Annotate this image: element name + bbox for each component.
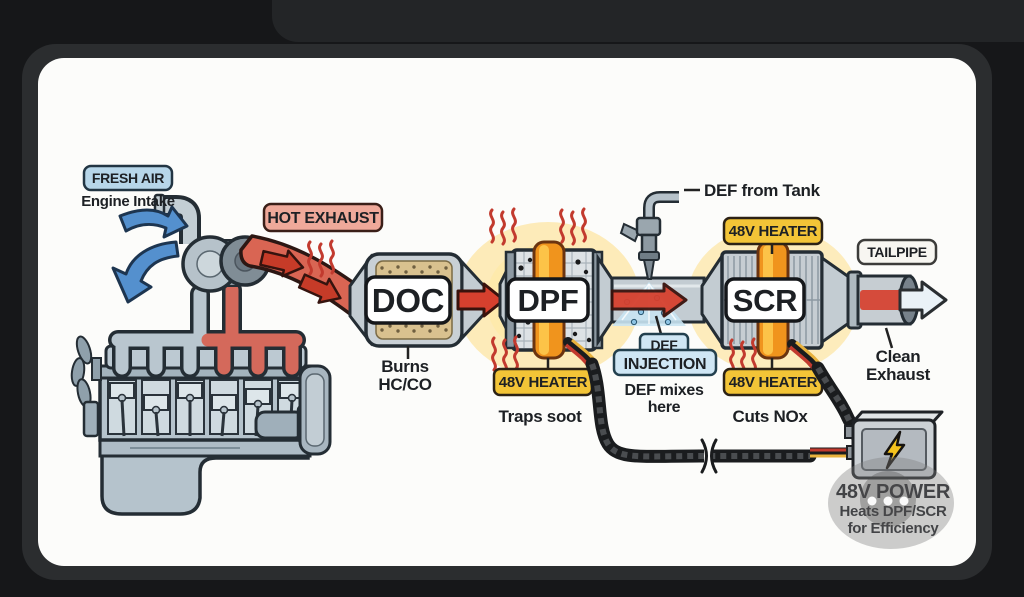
engine-intake-caption: Engine Intake: [81, 193, 175, 210]
flow-arrow-icon: [610, 282, 688, 318]
scr-heater-top-label: 48V HEATER: [729, 223, 818, 240]
lightning-bolt-icon: [883, 430, 906, 470]
flow-arrow-icon: [259, 249, 305, 278]
intake-arrow-icon: [118, 205, 189, 239]
doc-label: DOC: [372, 282, 444, 319]
def-badge-line1: DEF: [650, 337, 678, 353]
engine-illustration: [70, 335, 332, 516]
power-caption-line2: for Efficiency: [848, 520, 940, 537]
dpf-label: DPF: [517, 283, 578, 318]
dpf-heater-badge-label: 48V HEATER: [499, 374, 588, 391]
clean-exhaust-line1: Clean: [876, 347, 921, 366]
doc-substrate-dots: [380, 265, 448, 333]
scr-label: SCR: [733, 283, 798, 318]
touch-indicator-overlay: [828, 457, 954, 549]
doc-label-plate: [364, 275, 452, 325]
exhaust-red-bar: [860, 290, 904, 310]
scr-heater-badge-top: [722, 216, 824, 246]
def-injection-badge: DEF INJECTION: [612, 332, 718, 377]
hot-exhaust-badge-label: HOT EXHAUST: [267, 210, 379, 227]
tailpipe-badge-label: TAILPIPE: [867, 244, 927, 260]
doc-caption-line2: HC/CO: [378, 375, 431, 394]
def-caption-line2: here: [648, 399, 681, 416]
intake-arrow-icon: [111, 240, 180, 304]
tailpipe: [846, 270, 948, 330]
flow-arrow-icon: [456, 282, 506, 318]
fresh-air-badge-label: FRESH AIR: [92, 170, 164, 186]
clean-exhaust-leader: [884, 327, 894, 349]
scr-canister: SCR: [700, 240, 858, 360]
exhaust-manifold: [108, 280, 306, 378]
clean-exhaust-line2: Exhaust: [866, 365, 931, 384]
scr-label-plate: [724, 277, 806, 323]
turbocharger: [153, 193, 271, 293]
power-module: [844, 410, 944, 480]
top-window-edge: [272, 0, 1024, 42]
clean-exhaust-arrow-icon: [898, 280, 948, 320]
power-caption-line1: Heats DPF/SCR: [840, 503, 947, 520]
scr-caption: Cuts NOx: [732, 407, 808, 426]
scr-heater-bottom-label: 48V HEATER: [729, 374, 818, 391]
dpf-caption: Traps soot: [499, 407, 583, 426]
def-badge-leader: [654, 315, 663, 335]
doc-caption-line1: Burns: [381, 357, 429, 376]
cable-break-gap: [704, 441, 713, 471]
def-caption-line1: DEF mixes: [624, 382, 704, 399]
def-injector: [619, 191, 679, 280]
def-badge-line2: INJECTION: [624, 356, 707, 373]
fresh-air-badge: [82, 164, 174, 192]
tailpipe-badge: [856, 238, 938, 266]
dpf-label-plate: [506, 277, 590, 323]
flow-arrow-icon: [297, 273, 342, 304]
dpf-canister: DPF: [498, 240, 616, 360]
engine-fan: [70, 335, 102, 438]
power-title: 48V POWER: [836, 481, 951, 503]
hot-exhaust-badge: [262, 202, 384, 233]
def-tank-label: DEF from Tank: [704, 181, 821, 200]
doc-canister: DOC: [348, 252, 486, 359]
